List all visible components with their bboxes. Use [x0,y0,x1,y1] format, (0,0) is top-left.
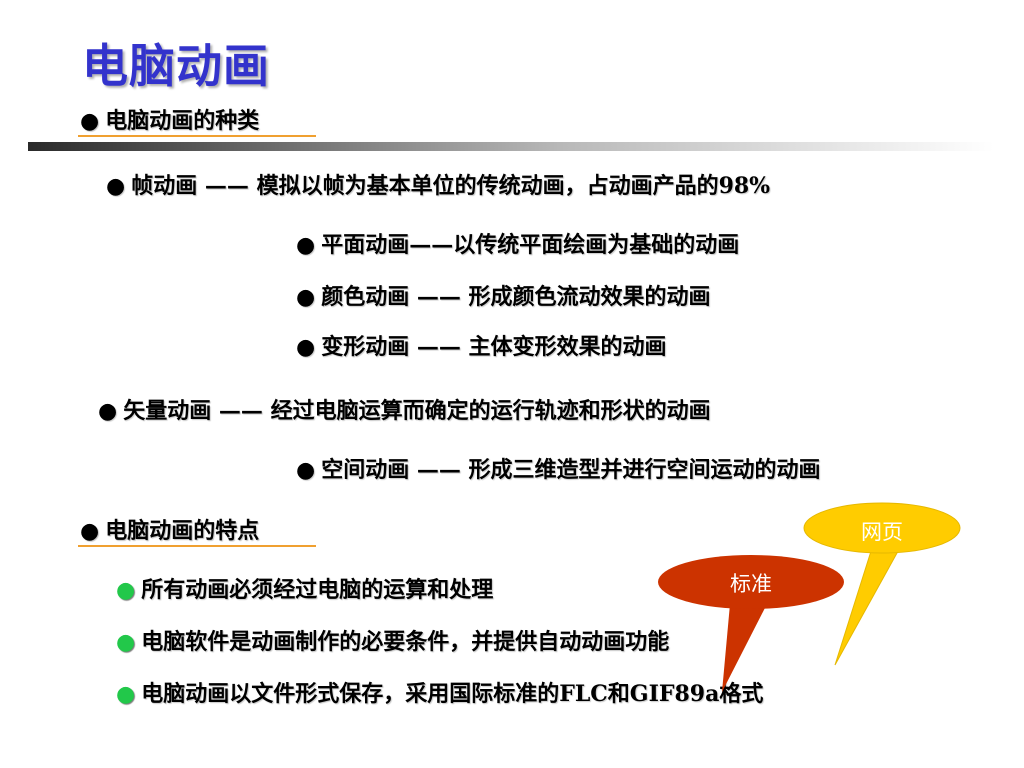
dash: —— [204,173,249,199]
dash: —— [218,398,263,424]
type-description: 经过电脑运算而确定的运行轨迹和形状的动画 [270,398,711,424]
feature-text: 电脑动画以文件形式保存，采用国际标准的FLC和GIF89a格式 [141,681,764,707]
subtype-text: 空间动画 —— 形成三维造型并进行空间运动的动画 [321,457,821,483]
section-heading-types: ●电脑动画的种类 [80,103,259,135]
slide-title: 电脑动画 [82,39,270,93]
feature-item: ●电脑软件是动画制作的必要条件，并提供自动动画功能 [116,624,669,656]
subtype-text: 平面动画——以传统平面绘画为基础的动画 [321,232,740,258]
bullet-icon: ● [296,232,316,258]
feature-item: ●所有动画必须经过电脑的运算和处理 [116,572,493,604]
section-underline [78,135,316,137]
section-underline [78,545,316,547]
header-divider [28,142,994,151]
bullet-icon: ● [80,108,100,134]
subtype-item: ●平面动画——以传统平面绘画为基础的动画 [296,227,739,259]
type-frame-animation: ●帧动画 —— 模拟以帧为基本单位的传统动画，占动画产品的98% [106,168,770,200]
green-bullet-icon: ● [116,629,136,655]
feature-item: ●电脑动画以文件形式保存，采用国际标准的FLC和GIF89a格式 [116,676,763,708]
type-name: 帧动画 [131,173,198,199]
webpage-callout-label: 网页 [861,520,903,544]
subtype-text: 变形动画 —— 主体变形效果的动画 [321,334,667,360]
standard-callout-icon [658,555,844,692]
subtype-item: ●颜色动画 —— 形成颜色流动效果的动画 [296,279,711,311]
type-description: 模拟以帧为基本单位的传统动画，占动画产品的98% [256,173,771,199]
feature-text: 所有动画必须经过电脑的运算和处理 [141,577,494,603]
section-heading-types-label: 电脑动画的种类 [105,108,260,134]
green-bullet-icon: ● [116,681,136,707]
subtype-item: ●空间动画 —— 形成三维造型并进行空间运动的动画 [296,452,821,484]
bullet-icon: ● [106,173,126,199]
bullet-icon: ● [296,284,316,310]
green-bullet-icon: ● [116,577,136,603]
webpage-callout-icon [803,502,961,666]
subtype-item: ●变形动画 —— 主体变形效果的动画 [296,329,667,361]
feature-text: 电脑软件是动画制作的必要条件，并提供自动动画功能 [141,629,670,655]
standard-callout-label: 标准 [730,572,772,596]
subtype-text: 颜色动画 —— 形成颜色流动效果的动画 [321,284,711,310]
bullet-icon: ● [296,457,316,483]
type-name: 矢量动画 [123,398,212,424]
section-heading-features: ●电脑动画的特点 [80,513,259,545]
bullet-icon: ● [80,518,100,544]
bullet-icon: ● [98,398,118,424]
section-heading-features-label: 电脑动画的特点 [105,518,260,544]
bullet-icon: ● [296,334,316,360]
type-vector-animation: ●矢量动画 —— 经过电脑运算而确定的运行轨迹和形状的动画 [98,393,711,425]
